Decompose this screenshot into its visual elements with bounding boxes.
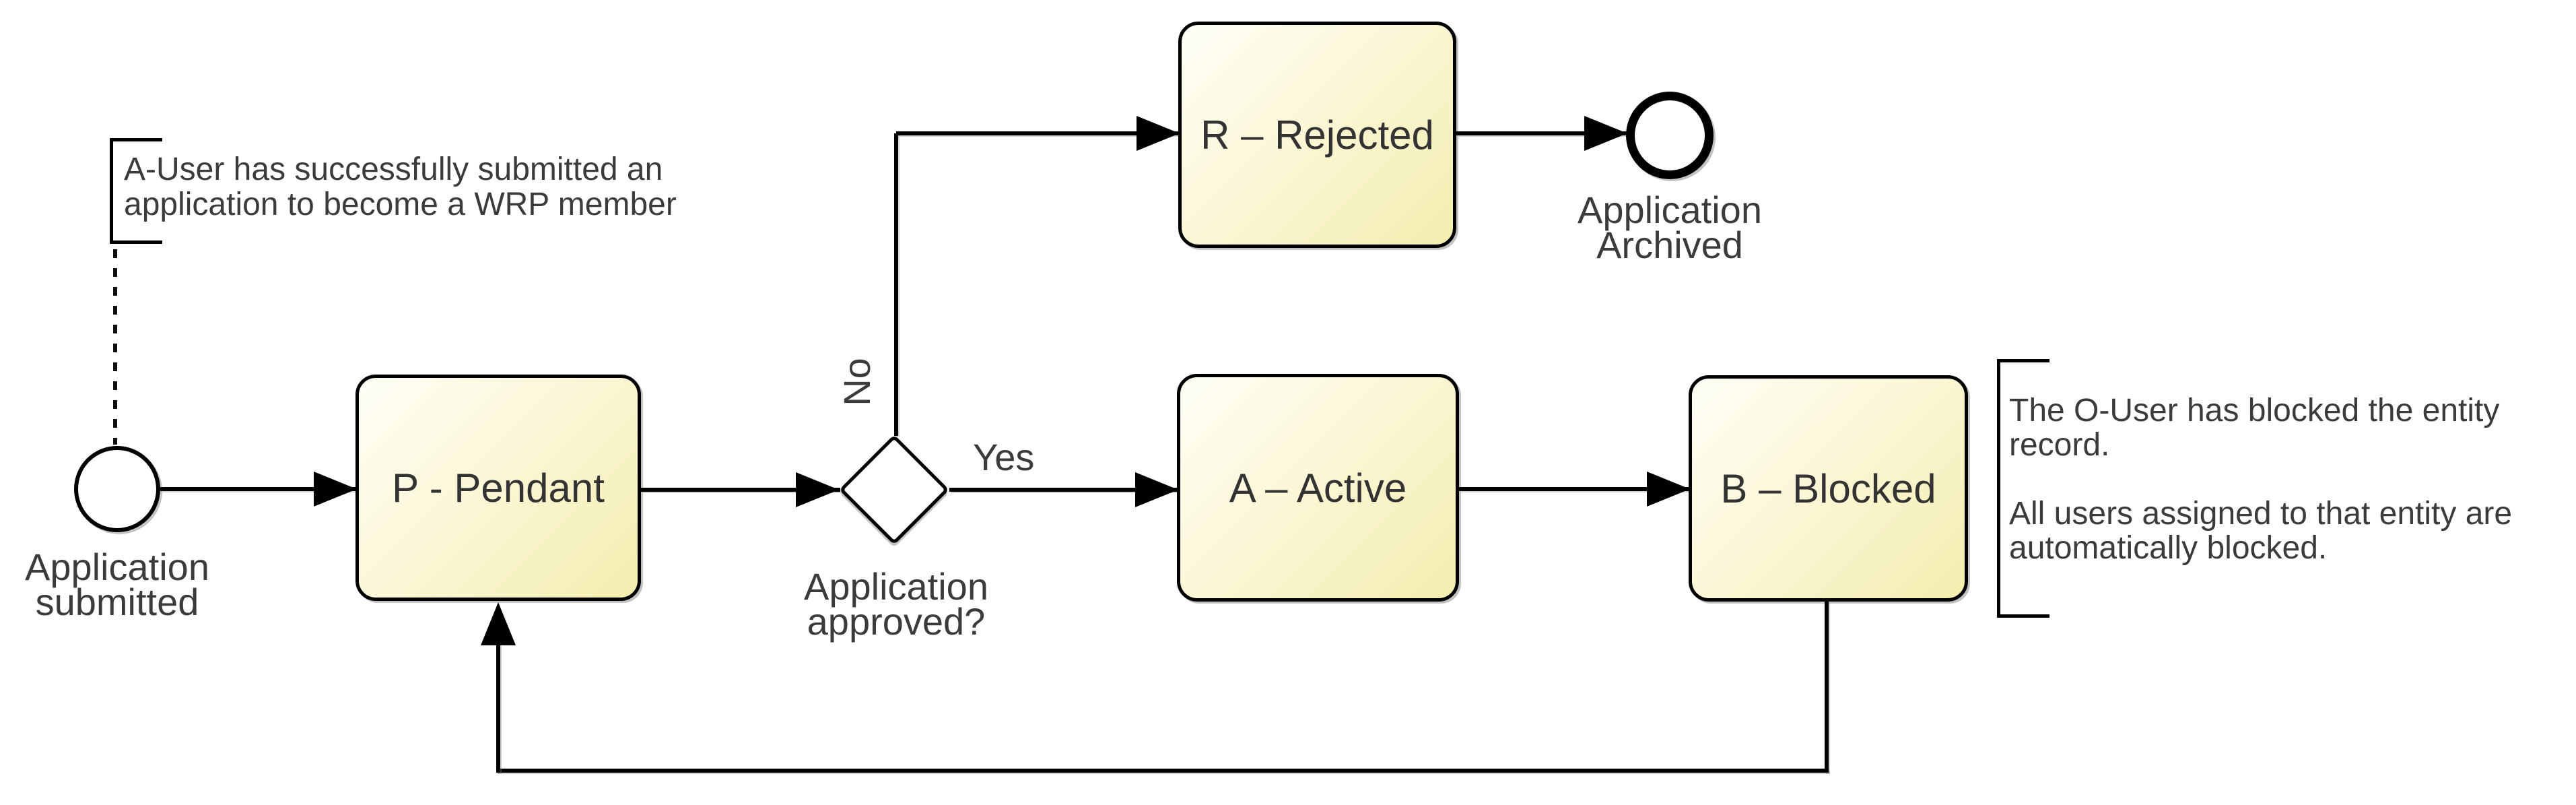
arrowhead-into-end-icon xyxy=(1584,116,1627,151)
arrowhead-into-active-icon xyxy=(1135,472,1178,507)
task-active-label: A – Active xyxy=(1229,465,1407,511)
end-event-label-line-2: Archived xyxy=(1596,224,1743,266)
annotation-right-line-4: automatically blocked. xyxy=(2009,530,2328,566)
association-dotted-line xyxy=(113,249,117,445)
gateway-question-label: Application approved? xyxy=(728,565,1064,643)
annotation-right-line-1: The O-User has blocked the entity xyxy=(2009,393,2500,428)
annotation-right-line-2: record. xyxy=(2009,427,2110,463)
end-event-label: Application Archived xyxy=(1501,189,1838,266)
flow-label-yes: Yes xyxy=(973,435,1034,479)
flow-rejected-to-end xyxy=(1456,131,1627,135)
flow-return-horizontal xyxy=(496,769,1829,773)
annotation-left: A-User has successfully submitted an app… xyxy=(124,152,677,222)
gateway-question-line-2: approved? xyxy=(807,600,986,643)
flow-no-horizontal xyxy=(896,131,1179,135)
flow-start-to-pendant xyxy=(160,487,357,491)
flow-label-no: No xyxy=(835,340,878,424)
arrowhead-into-pendant-bottom-icon xyxy=(481,602,516,645)
gateway-diamond xyxy=(838,434,950,546)
arrowhead-into-blocked-icon xyxy=(1647,472,1690,507)
start-event-label-line-1: Application xyxy=(25,546,209,588)
task-blocked-label: B – Blocked xyxy=(1720,465,1936,511)
arrowhead-into-gateway-icon xyxy=(796,472,839,507)
flow-return-down xyxy=(1825,602,1829,773)
flow-active-to-blocked xyxy=(1459,487,1690,491)
task-active: A – Active xyxy=(1177,374,1459,602)
yes-label-text: Yes xyxy=(973,436,1035,478)
end-event-label-line-1: Application xyxy=(1578,189,1762,231)
annotation-left-line-1: A-User has successfully submitted an xyxy=(124,152,663,187)
annotation-bracket-left-icon xyxy=(110,138,162,244)
annotation-right: The O-User has blocked the entity record… xyxy=(2009,393,2512,565)
arrowhead-into-pendant-icon xyxy=(314,472,357,507)
task-blocked: B – Blocked xyxy=(1689,375,1968,602)
gateway-question-line-1: Application xyxy=(804,565,988,608)
start-event-label-line-2: submitted xyxy=(35,581,199,623)
annotation-bracket-right-icon xyxy=(1997,359,2049,618)
start-event-circle xyxy=(74,446,160,532)
flow-yes-horizontal xyxy=(949,488,1178,492)
task-rejected: R – Rejected xyxy=(1178,22,1456,248)
flow-return-up xyxy=(496,643,500,773)
task-rejected-label: R – Rejected xyxy=(1200,112,1434,158)
task-pendant-label: P - Pendant xyxy=(392,465,605,511)
end-event-circle xyxy=(1626,92,1714,179)
arrowhead-into-rejected-icon xyxy=(1137,116,1180,151)
annotation-right-line-3: All users assigned to that entity are xyxy=(2009,496,2513,532)
task-pendant: P - Pendant xyxy=(355,375,641,601)
flow-pendant-to-gateway xyxy=(641,488,840,492)
flow-no-vertical xyxy=(894,133,898,436)
start-event-label: Application submitted xyxy=(0,546,285,623)
no-label-text: No xyxy=(835,358,878,406)
annotation-left-line-2: application to become a WRP member xyxy=(124,187,677,222)
